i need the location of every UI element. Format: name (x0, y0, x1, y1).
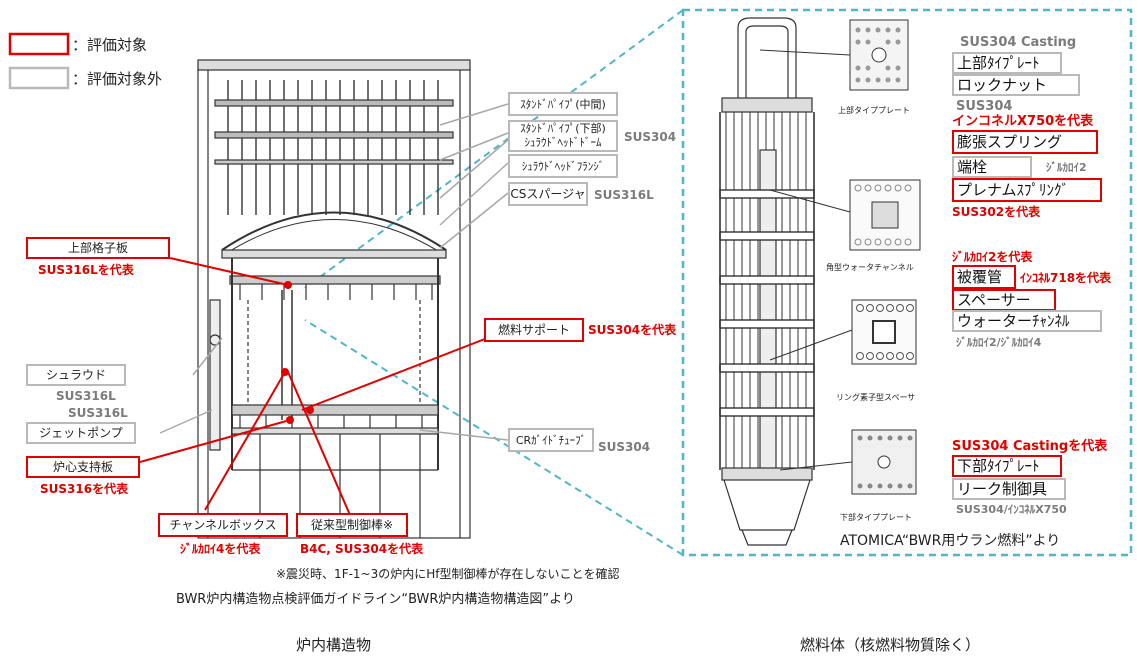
material-core-support-rep: SUS316を代表 (40, 482, 129, 496)
material-channel-box-rep: ｼﾞﾙｶﾛｲ4を代表 (180, 542, 261, 556)
reactor-caption: 炉内構造物 (296, 636, 372, 654)
zoom-line-bottom (304, 319, 684, 556)
material-shroud-1: SUS316L (56, 389, 116, 403)
label-standpipe-lower-line1: ｽﾀﾝﾄﾞﾊﾟｲﾌﾟ(下部) (520, 122, 606, 135)
label-shroud: シュラウド (26, 364, 126, 386)
legend-red-swatch (8, 32, 70, 56)
fuel-inconel-rep: インコネルX750を代表 (952, 114, 1094, 129)
fuel-label-expansion-spring: 膨張スプリング (952, 130, 1098, 154)
label-standpipe-mid: ｽﾀﾝﾄﾞﾊﾟｲﾌﾟ(中間) (508, 92, 618, 116)
fuel-label-plenum-spring: プレナムｽﾌﾟﾘﾝｸﾞ (952, 178, 1102, 202)
fuel-label-cladding: 被覆管 (952, 265, 1016, 289)
material-cr-guide: SUS304 (598, 440, 651, 454)
material-fuel-support-rep: SUS304を代表 (588, 323, 677, 337)
fuel-zr-material: ｼﾞﾙｶﾛｲ2/ｼﾞﾙｶﾛｲ4 (956, 336, 1042, 349)
label-cr-guide: CRｶﾞｲﾄﾞﾁｭｰﾌﾞ (508, 428, 594, 452)
fuel-label-spacer: スペーサー (952, 289, 1056, 311)
label-cs-sparger: CSスパージャ (508, 182, 588, 206)
fuel-leader-lines (759, 49, 853, 471)
label-jet-pump: ジェットポンプ (26, 422, 136, 444)
fuel-dashed-frame (681, 8, 1133, 557)
fuel-label-end-plug: 端栓 (952, 156, 1032, 178)
legend-not-evaluated-text: ：評価対象外 (72, 70, 163, 88)
fuel-sus302-rep: SUS302を代表 (952, 205, 1041, 219)
zoom-line-top (304, 9, 684, 289)
fuel-bottom-material: SUS304/ｲﾝｺﾈﾙX750 (956, 503, 1067, 516)
material-control-rod-rep: B4C, SUS304を代表 (300, 542, 424, 556)
reactor-note: ※震災時、1F-1~3の炉内にHf型制御棒が存在しないことを確認 (276, 567, 620, 581)
drawing-label-upper: 上部タイププレート (838, 106, 910, 115)
spacer-thumbnail (851, 299, 917, 365)
label-channel-box: チャンネルボックス (158, 513, 288, 537)
material-shroud-2: SUS316L (68, 406, 128, 420)
label-standpipe-lower-line2: ｼｭﾗｳﾄﾞﾍｯﾄﾞﾄﾞｰﾑ (524, 136, 602, 149)
fuel-sus304-casting-rep: SUS304 Castingを代表 (952, 439, 1108, 454)
label-core-support: 炉心支持板 (26, 456, 140, 478)
label-upper-grid: 上部格子板 (26, 237, 170, 259)
fuel-label-water-channel: ウォーターﾁｬﾝﾈﾙ (952, 310, 1102, 332)
material-sus316l-cs: SUS316L (594, 188, 654, 202)
label-standpipe-lower: ｽﾀﾝﾄﾞﾊﾟｲﾌﾟ(下部) ｼｭﾗｳﾄﾞﾍｯﾄﾞﾄﾞｰﾑ (508, 120, 618, 152)
label-shroud-head-flange: ｼｭﾗｳﾄﾞﾍｯﾄﾞﾌﾗﾝｼﾞ (508, 154, 618, 178)
reactor-internals-drawing (197, 59, 471, 539)
fuel-zr2-rep: ｼﾞﾙｶﾛｲ2を代表 (952, 250, 1033, 264)
material-sus304-top: SUS304 (624, 130, 677, 144)
reactor-source: BWR炉内構造物点検評価ガイドライン“BWR炉内構造物構造図”より (176, 592, 575, 607)
gray-callout-lines (159, 103, 509, 441)
red-callout-dots (281, 281, 314, 424)
fuel-label-leak-control: リーク制御具 (952, 478, 1066, 500)
drawing-label-lower: 下部タイププレート (840, 513, 912, 522)
fuel-end-plug-material: ｼﾞﾙｶﾛｲ2 (1046, 161, 1087, 174)
lower-tie-plate-thumbnail (851, 429, 917, 495)
legend-gray-swatch (8, 66, 70, 90)
fuel-label-lock-nut: ロックナット (952, 74, 1080, 96)
fuel-label-upper-tie-plate: 上部ﾀｲﾌﾟﾚｰﾄ (952, 52, 1062, 74)
fuel-inconel718-rep: ｲﾝｺﾈﾙ718を代表 (1020, 271, 1112, 285)
fuel-caption: 燃料体（核燃料物質除く） (800, 636, 981, 654)
drawing-label-water-channel: 角型ウォータチャンネル (826, 263, 914, 272)
fuel-material-sus304: SUS304 (956, 99, 1013, 114)
drawing-label-spacer: リング素子型スペーサ (836, 393, 916, 402)
fuel-source: ATOMICA“BWR用ウラン燃料”より (840, 533, 1061, 549)
red-callout-lines (139, 257, 509, 516)
fuel-material-top: SUS304 Casting (960, 35, 1077, 50)
label-control-rod: 従来型制御棒※ (296, 513, 408, 537)
upper-tie-plate-thumbnail (849, 19, 909, 91)
label-fuel-support: 燃料サポート (484, 318, 584, 342)
material-upper-grid-rep: SUS316Lを代表 (38, 263, 134, 277)
fuel-label-lower-tie-plate: 下部ﾀｲﾌﾟﾚｰﾄ (952, 455, 1062, 477)
legend-evaluated-text: ：評価対象 (72, 36, 148, 54)
water-channel-thumbnail (849, 179, 921, 251)
fuel-assembly-drawing (719, 17, 815, 546)
